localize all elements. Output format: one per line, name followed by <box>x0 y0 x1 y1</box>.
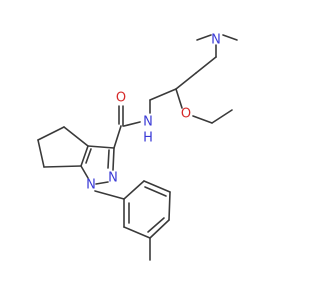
bond-c3-n2-a <box>112 147 115 171</box>
bond-ethyl <box>211 109 233 124</box>
atom-dimethylamino-nitrogen: N <box>211 33 221 48</box>
bond-chain-2 <box>175 72 197 90</box>
bond-chain-1 <box>195 56 217 74</box>
bond-oether-ch2 <box>192 115 213 124</box>
bond-c3a-c3 <box>87 145 115 149</box>
bond-c4-c5 <box>37 126 65 141</box>
bond-ar-1 <box>123 180 145 200</box>
bond-carbonyl-c3 <box>113 125 122 149</box>
bond-c5-c6 <box>37 139 45 168</box>
bond-ar-4 <box>149 219 170 239</box>
bond-c3-n2-b <box>107 149 110 169</box>
bond-nme-left <box>196 34 212 41</box>
bond-ar-2-inner <box>144 186 167 197</box>
atom-carbonyl-oxygen: O <box>116 91 126 106</box>
atom-labels: N N H O O N N <box>86 33 221 193</box>
bond-c7a-c3a-a <box>80 145 89 167</box>
bonds <box>37 34 238 261</box>
bond-chain-3 <box>149 88 177 101</box>
bond-n1-aryl <box>94 190 125 200</box>
bond-ar-5 <box>123 226 151 239</box>
bond-ar-2 <box>143 180 171 193</box>
bond-ar-3 <box>168 191 171 221</box>
bond-ar-4-inner <box>147 217 165 233</box>
atom-amide-nitrogen: N <box>143 115 153 130</box>
bond-n2-n1 <box>95 181 109 185</box>
atom-amide-hydrogen: H <box>143 131 153 146</box>
atom-pyrazole-n1: N <box>86 178 96 193</box>
bond-n1-c7a <box>80 165 89 179</box>
bond-c-oether <box>175 88 183 109</box>
bond-nme-right <box>222 34 238 41</box>
atom-ether-oxygen: O <box>181 107 191 122</box>
bond-c3a-c4 <box>63 126 89 147</box>
chemical-structure-diagram: N N H O O N N <box>37 32 238 261</box>
bond-c7a-c3a-b <box>85 148 92 164</box>
atom-pyrazole-n2: N <box>108 171 118 186</box>
bond-nh-carbonyl <box>123 121 141 127</box>
bond-c6-c7a <box>43 165 82 168</box>
